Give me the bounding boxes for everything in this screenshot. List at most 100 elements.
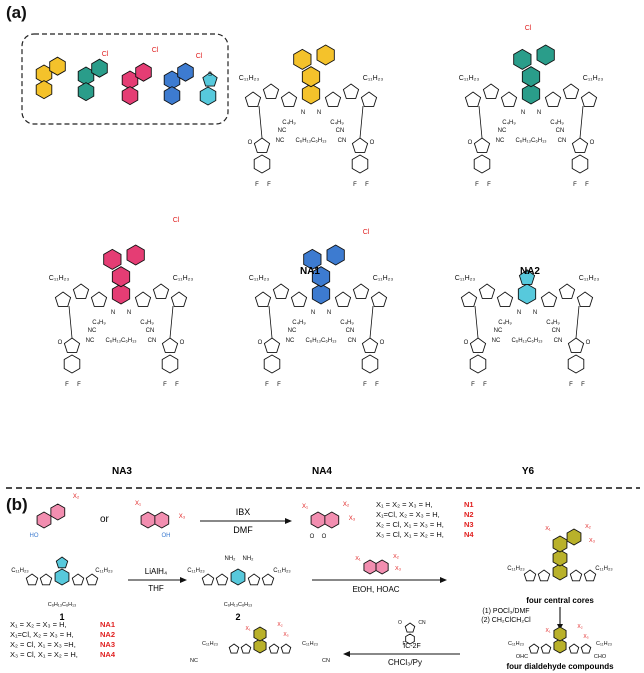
amine-label: NH₂: [243, 556, 255, 562]
alkyl-label: C₁₁H₂₃: [583, 75, 604, 82]
x-label: X₁: [245, 626, 250, 632]
indanone-ring: [571, 137, 589, 153]
alkyl-label: C₁₁H₂₃: [363, 75, 384, 82]
alkyl-label: C₁₁H₂₃: [187, 568, 205, 574]
ring: [121, 70, 139, 90]
thiophene-ring: [537, 569, 551, 582]
x-label: X₂: [585, 524, 591, 530]
ring: [121, 86, 139, 106]
thiophene-ring: [244, 91, 262, 107]
n-series-code: N1: [464, 500, 474, 509]
nitrogen-label: N: [301, 110, 305, 116]
na-series-text: X₁ = X₂ = X₃ = H,: [10, 620, 67, 629]
oxygen-label: O: [258, 340, 263, 346]
vinyl-bond: [575, 305, 580, 339]
fluorine-label: F: [573, 182, 577, 188]
alkyl-label: C₄H₉: [498, 320, 512, 326]
chlorine-label: Cl: [196, 53, 203, 60]
indanone-ring: [469, 337, 487, 353]
oxygen-label: O: [468, 140, 473, 146]
n-series-text: X₃ = Cl, X₁ = X₂ = H,: [376, 530, 444, 539]
benzo-ring: [63, 354, 81, 374]
fused-ring: [536, 44, 555, 66]
thiophene-ring: [90, 291, 108, 307]
indanone-ring: [473, 137, 491, 153]
fluorine-label: F: [353, 182, 357, 188]
alkyl-label: C₄H₉: [140, 320, 154, 326]
cyano-label: CN: [418, 620, 426, 626]
core-ring: [54, 568, 70, 586]
reagent-ibx: IBX: [236, 507, 251, 517]
alkyl-label: C₆H₁₃C₆H₁₃: [224, 602, 253, 608]
fluorine-label: F: [585, 182, 589, 188]
thiophene-ring: [261, 573, 275, 586]
cyano-label: NC: [494, 328, 503, 334]
cyano-label: CN: [338, 138, 347, 144]
thiophene-ring: [370, 291, 388, 307]
fluorine-label: F: [569, 382, 573, 388]
thiophene-ring: [580, 643, 592, 654]
thiadiazole-ring: [518, 269, 536, 285]
alkyl-label: C₁₁H₂₃: [249, 275, 270, 282]
alkyl-label: C₆H₁₃C₆H₁₃: [295, 138, 327, 144]
benzo-ring: [361, 354, 379, 374]
compound-2-label: 2: [235, 612, 240, 622]
cyano-label: NC: [86, 338, 95, 344]
thiophene-ring: [201, 573, 215, 586]
ring: [163, 70, 181, 90]
na-series-text: X₃ = Cl, X₁ = X₂ = H,: [10, 650, 78, 659]
thiophene-ring: [72, 283, 90, 299]
nitrogen-label: N: [317, 110, 321, 116]
thiophene-ring: [290, 291, 308, 307]
na-series-code: NA3: [100, 640, 115, 649]
reagent-pocl3: (1) POCl₃/DMF: [482, 608, 529, 615]
fused-ring: [126, 244, 145, 266]
thiophene-ring: [523, 569, 537, 582]
oxygen-label: O: [310, 534, 315, 540]
panel-a-label: (a): [6, 3, 27, 22]
fluorine-label: F: [163, 382, 167, 388]
x-label: X₂: [277, 622, 282, 628]
thiophene-ring: [342, 83, 360, 99]
fluorine-label: F: [581, 382, 585, 388]
thiophene-ring: [360, 91, 378, 107]
alkyl-label: C₁₁H₂₃: [508, 641, 524, 647]
fluorine-label: F: [175, 382, 179, 388]
alkyl-label: C₁₁H₂₃: [202, 641, 218, 647]
thiophene-ring: [496, 291, 514, 307]
n-series-code: N3: [464, 520, 474, 529]
alkyl-label: C₁₁H₂₃: [302, 641, 318, 647]
thiophene-ring: [54, 291, 72, 307]
thiophene-ring: [464, 91, 482, 107]
alkyl-label: C₆H₁₃C₆H₁₃: [305, 338, 337, 344]
n-series-text: X₂ = Cl, X₁ = X₃ = H,: [376, 520, 444, 529]
n-series-text: X₁=Cl, X₂ = X₃ = H,: [376, 510, 440, 519]
reagent-lialh4: LiAlH₄: [145, 567, 167, 576]
central-cores-caption: four central cores: [526, 596, 594, 605]
benzo-ring: [567, 354, 585, 374]
x-label: X₃: [395, 566, 401, 572]
alkyl-label: C₄H₉: [92, 320, 106, 326]
oxygen-label: O: [370, 140, 375, 146]
alkyl-label: C₄H₉: [502, 120, 516, 126]
fused-ring: [103, 248, 122, 270]
vinyl-bond: [258, 105, 263, 139]
fused-ring: [316, 44, 335, 66]
nitrogen-label: N: [533, 310, 537, 316]
hydroxyl-label: OH: [162, 533, 171, 539]
ring: [77, 82, 95, 102]
chlorine-label: Cl: [102, 51, 109, 58]
ring: [49, 56, 66, 76]
thiophene-ring: [272, 283, 290, 299]
cyano-label: CN: [322, 658, 330, 664]
indanone-ring: [567, 337, 585, 353]
thiophene-ring: [85, 573, 99, 586]
cyano-label: NC: [190, 658, 198, 664]
label-na4: NA4: [312, 466, 332, 477]
alkyl-label: C₁₁H₂₃: [11, 568, 29, 574]
alkyl-label: C₄H₉: [292, 320, 306, 326]
